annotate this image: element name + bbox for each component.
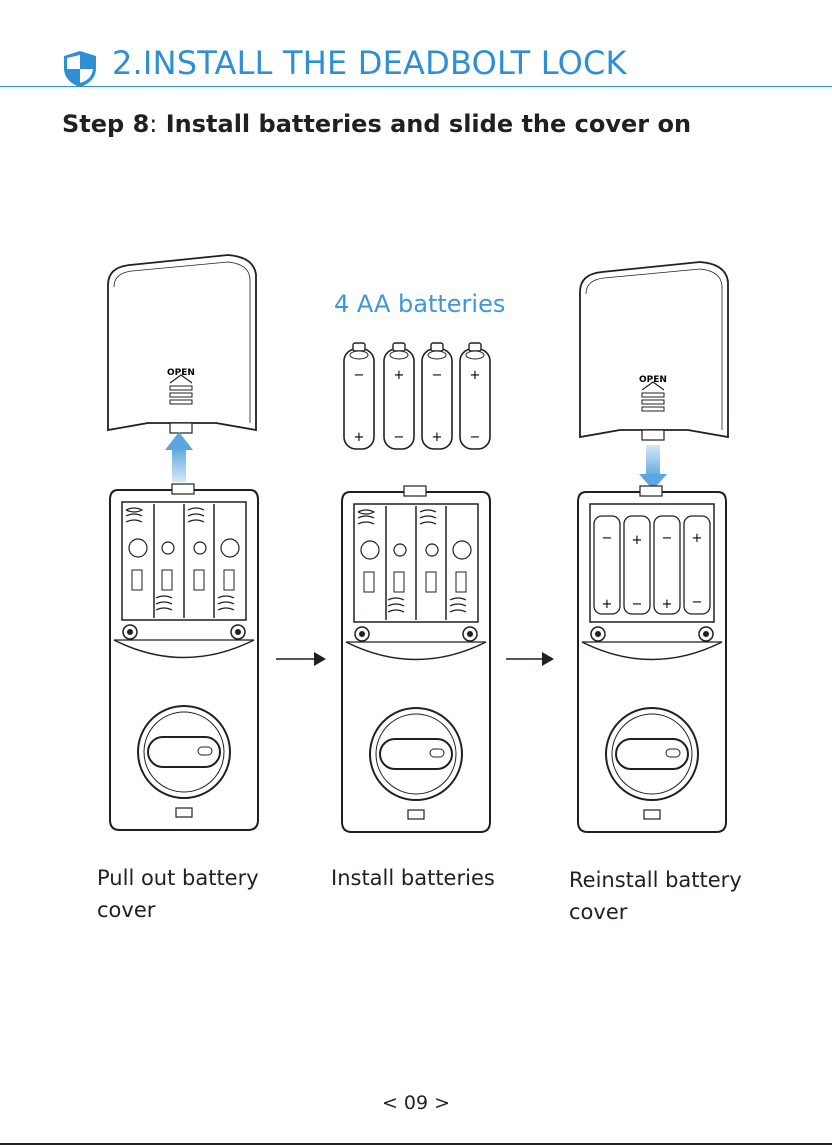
installation-illustration: OPEN − + + − − + + − (0, 240, 832, 860)
bay-battery-3-bottom-sign: + (662, 597, 673, 612)
section-header: 2.INSTALL THE DEADBOLT LOCK (0, 0, 832, 90)
step-heading: Step 8: Install batteries and slide the … (62, 110, 691, 138)
battery-4-bottom-sign: − (470, 430, 481, 445)
arrow-right-icon-2 (506, 652, 554, 666)
bay-battery-2-bottom-sign: − (632, 597, 643, 612)
up-arrow-icon (165, 432, 193, 482)
battery-1-top-sign: − (354, 368, 365, 383)
bay-battery-3-top-sign: − (662, 531, 673, 546)
caption-pull-cover: Pull out battery cover (97, 862, 297, 926)
bay-battery-1-top-sign: − (602, 531, 613, 546)
battery-set: − + + − − + + − (344, 343, 490, 449)
battery-1-bottom-sign: + (354, 430, 365, 445)
bay-battery-2-top-sign: + (632, 533, 643, 548)
footer-divider (0, 1143, 832, 1145)
step-separator: : (149, 110, 157, 138)
bay-battery-4-bottom-sign: − (692, 595, 703, 610)
battery-2-top-sign: + (394, 368, 405, 383)
page-title: 2.INSTALL THE DEADBOLT LOCK (112, 44, 627, 82)
caption-install-batteries: Install batteries (331, 862, 531, 894)
panel-reinstall-cover: OPEN (580, 262, 728, 440)
battery-3-bottom-sign: + (432, 430, 443, 445)
step-text: Install batteries and slide the cover on (166, 110, 691, 138)
battery-3-top-sign: − (432, 368, 443, 383)
down-arrow-icon (639, 445, 667, 490)
arrow-right-icon-1 (276, 652, 326, 666)
step-number: Step 8 (62, 110, 149, 138)
battery-4-top-sign: + (470, 368, 481, 383)
lock-body-3: − + + − − + + − (578, 486, 726, 832)
shield-icon (62, 50, 98, 88)
bay-battery-4-top-sign: + (692, 531, 703, 546)
lock-body-1 (110, 484, 258, 830)
cover-open-label-2: OPEN (639, 375, 667, 385)
battery-2-bottom-sign: − (394, 430, 405, 445)
panel-pull-cover: OPEN (108, 255, 256, 433)
caption-reinstall-cover: Reinstall battery cover (569, 864, 789, 928)
header-divider (0, 86, 832, 87)
battery-count-label: 4 AA batteries (334, 290, 505, 318)
bay-battery-1-bottom-sign: + (602, 597, 613, 612)
cover-open-label-1: OPEN (167, 368, 195, 378)
lock-body-2 (342, 486, 490, 832)
page-number: < 09 > (0, 1092, 832, 1114)
